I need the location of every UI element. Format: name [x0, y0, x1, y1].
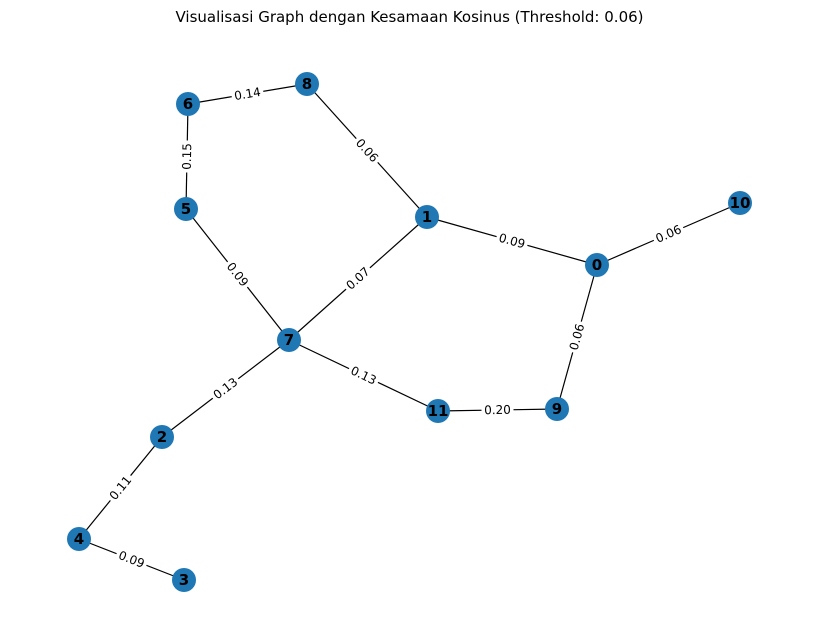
- node-3: [172, 568, 196, 592]
- node-label-5: 5: [181, 200, 191, 218]
- node-label-6: 6: [183, 95, 193, 113]
- edge-label-group-6-8: 0.14: [230, 83, 265, 105]
- edge-label-background: [104, 470, 137, 506]
- node-label-2: 2: [157, 428, 167, 446]
- edge-label-background: [340, 261, 376, 296]
- edge-label-background: [565, 319, 589, 355]
- edge-label-group-4-3: 0.09: [113, 546, 150, 573]
- node-5: [174, 197, 198, 221]
- graph-title: Visualisasi Graph dengan Kesamaan Kosinu…: [175, 8, 644, 26]
- edge-label-background: [350, 133, 384, 168]
- node-8: [295, 72, 319, 96]
- edge-label-background: [650, 220, 687, 248]
- edge-label-background: [345, 361, 382, 390]
- node-label-8: 8: [302, 75, 312, 93]
- edge-weight-label: 0.09: [497, 231, 527, 252]
- edge-layer: [78, 83, 741, 581]
- edge-label-background: [221, 256, 254, 293]
- node-1: [415, 205, 439, 229]
- node-7: [277, 328, 301, 352]
- edge-label-background: [113, 546, 150, 573]
- edge-label-background: [178, 140, 196, 173]
- edge-weight-label: 0.15: [180, 143, 195, 170]
- edge-weight-label: 0.20: [484, 403, 511, 417]
- node-label-9: 9: [552, 400, 562, 418]
- edge-weight-label: 0.06: [567, 322, 588, 351]
- edge-label-group-7-2: 0.13: [207, 372, 244, 405]
- node-0: [585, 253, 609, 277]
- node-label-4: 4: [74, 530, 84, 548]
- node-label-1: 1: [422, 208, 432, 226]
- node-4: [67, 527, 91, 551]
- node-10: [728, 191, 752, 215]
- edge-label-background: [230, 83, 265, 105]
- edge-weight-label: 0.14: [233, 85, 262, 103]
- node-label-11: 11: [428, 402, 449, 420]
- edge-label-group-2-4: 0.11: [104, 470, 137, 506]
- node-label-7: 7: [284, 331, 294, 349]
- node-6: [176, 92, 200, 116]
- edge-label-group-6-5: 0.15: [178, 140, 196, 173]
- edge-label-background: [207, 372, 244, 405]
- node-label-3: 3: [179, 571, 189, 589]
- edge-label-group-0-9: 0.06: [565, 319, 589, 355]
- node-layer: 0 1 2 3 4 5 6 7 8 9 10 11: [67, 72, 752, 592]
- edge-label-group-1-7: 0.07: [340, 261, 376, 296]
- edge-label-group-1-0: 0.09: [494, 228, 530, 254]
- node-9: [545, 397, 569, 421]
- edge-label-group-11-9: 0.20: [481, 401, 514, 419]
- edge-label-background: [481, 401, 514, 419]
- edge-label-group-7-11: 0.13: [345, 361, 382, 390]
- node-label-10: 10: [730, 194, 751, 212]
- node-label-0: 0: [592, 256, 602, 274]
- node-2: [150, 425, 174, 449]
- edge-label-group-5-7: 0.09: [221, 256, 254, 293]
- edge-label-background: [494, 228, 530, 254]
- edge-label-group-0-10: 0.06: [650, 220, 687, 248]
- node-11: [426, 399, 450, 423]
